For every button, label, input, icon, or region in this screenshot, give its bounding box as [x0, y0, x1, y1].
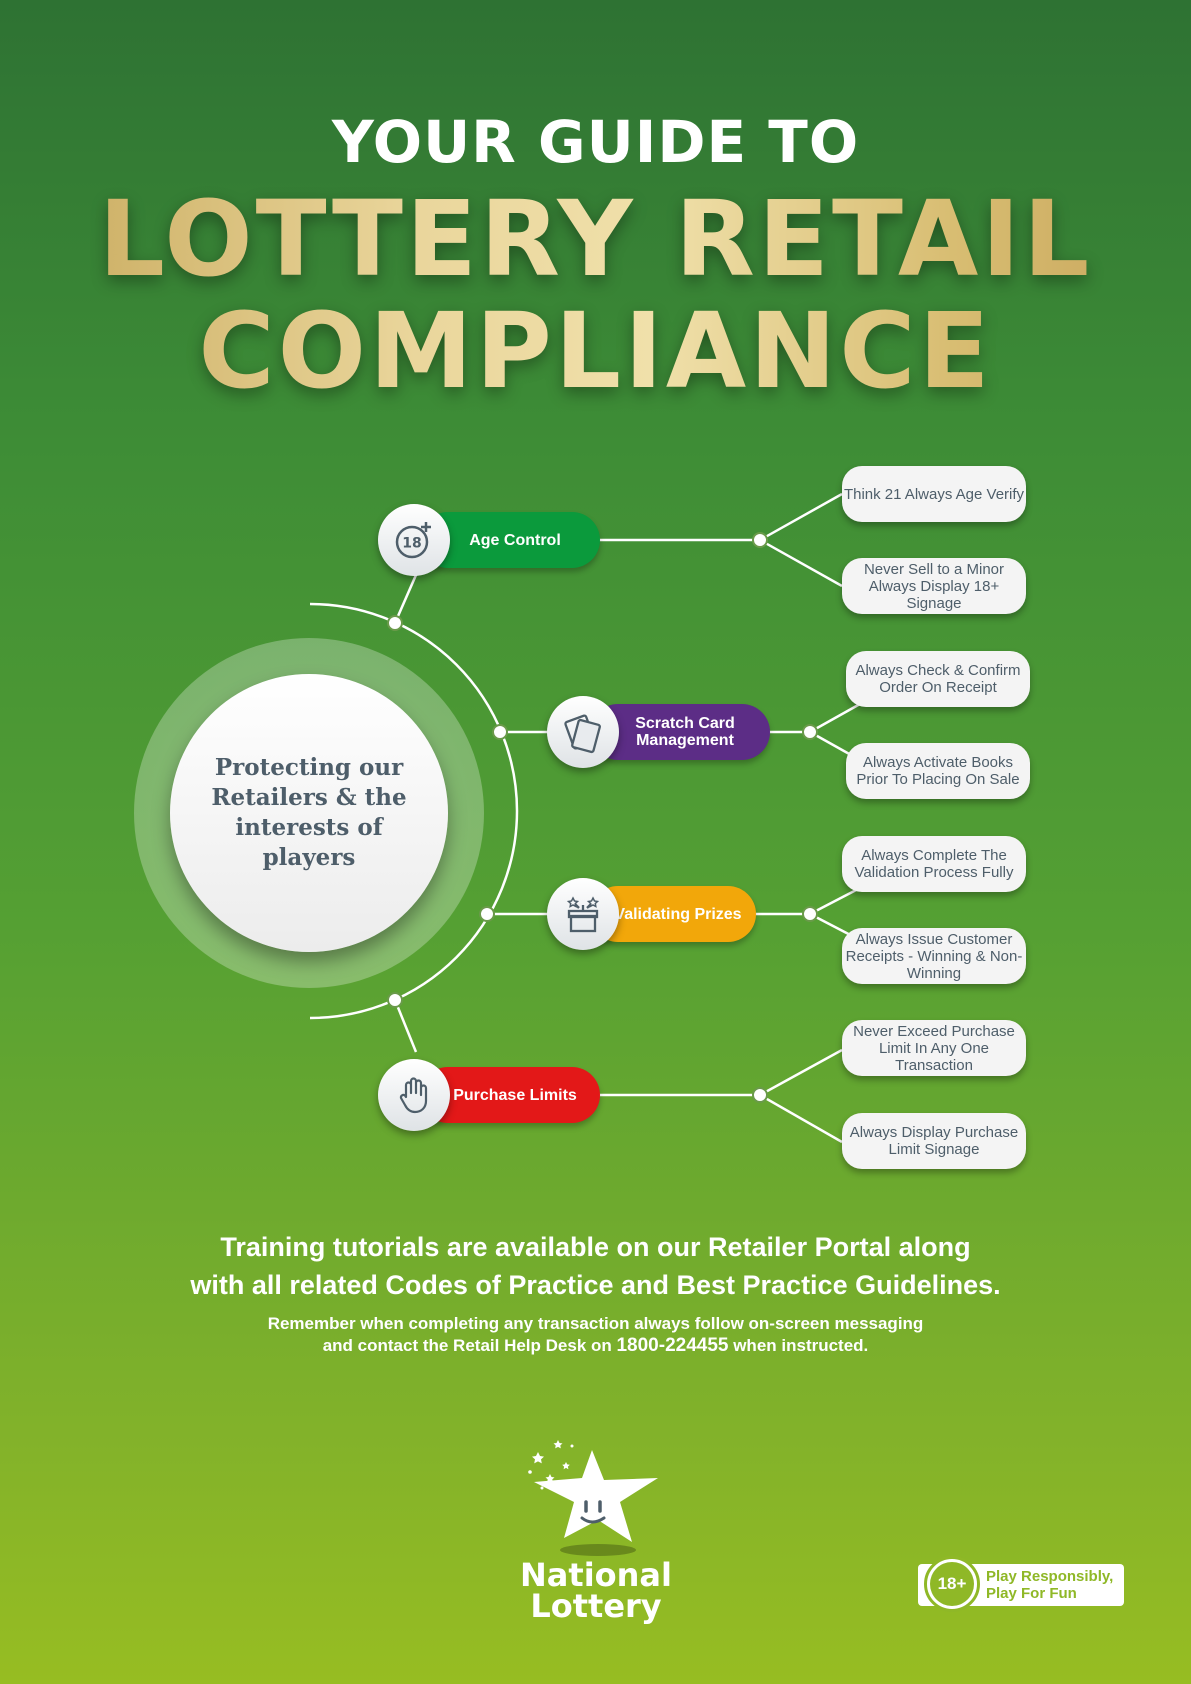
center-disc: Protecting our Retailers & the interests…: [170, 674, 448, 952]
prize-box-icon: [547, 878, 619, 950]
hand-stop-icon: [378, 1059, 450, 1131]
purchase-limits-pill: Purchase Limits: [420, 1067, 600, 1123]
badge-line-2: Play For Fun: [986, 1585, 1077, 1602]
validating-prizes-pill: Validating Prizes: [590, 886, 756, 942]
remember-info: Remember when completing any transaction…: [0, 1313, 1191, 1357]
training-line-1: Training tutorials are available on our …: [220, 1232, 971, 1262]
limit-point-2: Always Display Purchase Limit Signage: [842, 1113, 1026, 1169]
remember-line-1: Remember when completing any transaction…: [267, 1314, 924, 1333]
title-compliance: COMPLIANCE: [0, 290, 1191, 412]
badge-line-1: Play Responsibly,: [986, 1568, 1114, 1585]
help-desk-phone: 1800-224455: [616, 1335, 729, 1356]
remember-line-2-pre: and contact the Retail Help Desk on: [322, 1336, 617, 1355]
age-point-1: Think 21 Always Age Verify: [842, 466, 1026, 522]
scratch-point-2: Always Activate Books Prior To Placing O…: [846, 743, 1030, 799]
national-lottery-logo-text: National Lottery: [504, 1556, 688, 1625]
scratch-card-pill: Scratch Card Management: [590, 704, 770, 760]
star-logo-icon: [528, 1440, 658, 1556]
age-point-2: Never Sell to a Minor Always Display 18+…: [842, 558, 1026, 614]
brand-line-1: National: [520, 1556, 672, 1594]
center-text: Protecting our Retailers & the interests…: [211, 754, 407, 871]
validation-point-1: Always Complete The Validation Process F…: [842, 836, 1026, 892]
remember-line-2: and contact the Retail Help Desk on 1800…: [0, 1335, 1191, 1357]
limit-point-1: Never Exceed Purchase Limit In Any One T…: [842, 1020, 1026, 1076]
title-lottery-retail: LOTTERY RETAIL: [0, 178, 1191, 300]
scratch-point-1: Always Check & Confirm Order On Receipt: [846, 651, 1030, 707]
age-badge-ring: 18+: [924, 1556, 980, 1612]
svg-text:18: 18: [402, 536, 421, 552]
age-control-pill: Age Control: [420, 512, 600, 568]
training-info: Training tutorials are available on our …: [0, 1228, 1191, 1304]
brand-line-2: Lottery: [530, 1587, 662, 1625]
remember-line-2-post: when instructed.: [728, 1336, 869, 1355]
scratch-cards-icon: [547, 696, 619, 768]
training-line-2: with all related Codes of Practice and B…: [190, 1270, 1001, 1300]
age-18-plus-icon: 18: [378, 504, 450, 576]
validation-point-2: Always Issue Customer Receipts - Winning…: [842, 928, 1026, 984]
title-your-guide: YOUR GUIDE TO: [331, 108, 860, 176]
badge-text: Play Responsibly, Play For Fun: [986, 1568, 1126, 1602]
age-badge-text: 18+: [930, 1562, 974, 1606]
